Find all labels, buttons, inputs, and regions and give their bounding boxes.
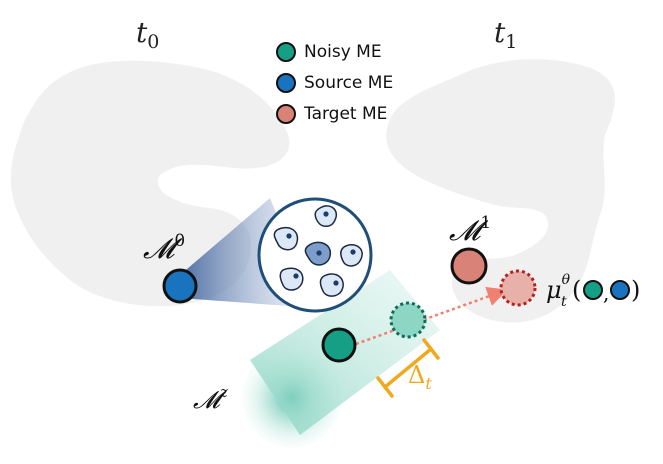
embedding-blob-t1 [386, 59, 615, 323]
source-me-point [162, 268, 198, 304]
mu-noisy-dot [583, 280, 603, 300]
source-me-legend-dot [276, 72, 296, 93]
t1-label: t1 [494, 16, 517, 53]
m1-label: 𝓜1 [449, 213, 491, 247]
target-me-legend-dot [276, 103, 296, 124]
legend-label: Source ME [304, 72, 394, 93]
intermediate-noisy-point [389, 301, 427, 339]
cell-icon [304, 241, 332, 266]
legend-item-target: Target ME [276, 98, 393, 129]
noisy-me-legend-dot [276, 41, 296, 62]
mz-label: 𝓜z [193, 383, 228, 414]
t0-label: t0 [136, 16, 159, 53]
target-me-point [450, 247, 488, 285]
legend-label: Target ME [304, 103, 388, 124]
predicted-target-point [499, 269, 537, 307]
mu-comma: , [603, 281, 609, 305]
legend: Noisy ME Source ME Target ME [276, 36, 393, 129]
cell-icon [314, 205, 337, 227]
cell-icon [319, 273, 344, 297]
mu-open-paren: ( [572, 276, 581, 304]
legend-label: Noisy ME [304, 41, 382, 62]
noisy-me-point [321, 327, 357, 363]
velocity-arrow [355, 286, 508, 346]
delta-t-bracket [376, 338, 440, 398]
cell-icon [340, 244, 363, 267]
mu-close-paren: ) [631, 276, 640, 304]
cell-icon [279, 267, 304, 291]
mu-source-dot [610, 280, 630, 300]
legend-item-noisy: Noisy ME [276, 36, 393, 67]
delta-t-label: Δt [408, 361, 432, 393]
legend-item-source: Source ME [276, 67, 393, 98]
cell-icon [273, 226, 299, 251]
cell-zoom-circle [257, 197, 373, 313]
